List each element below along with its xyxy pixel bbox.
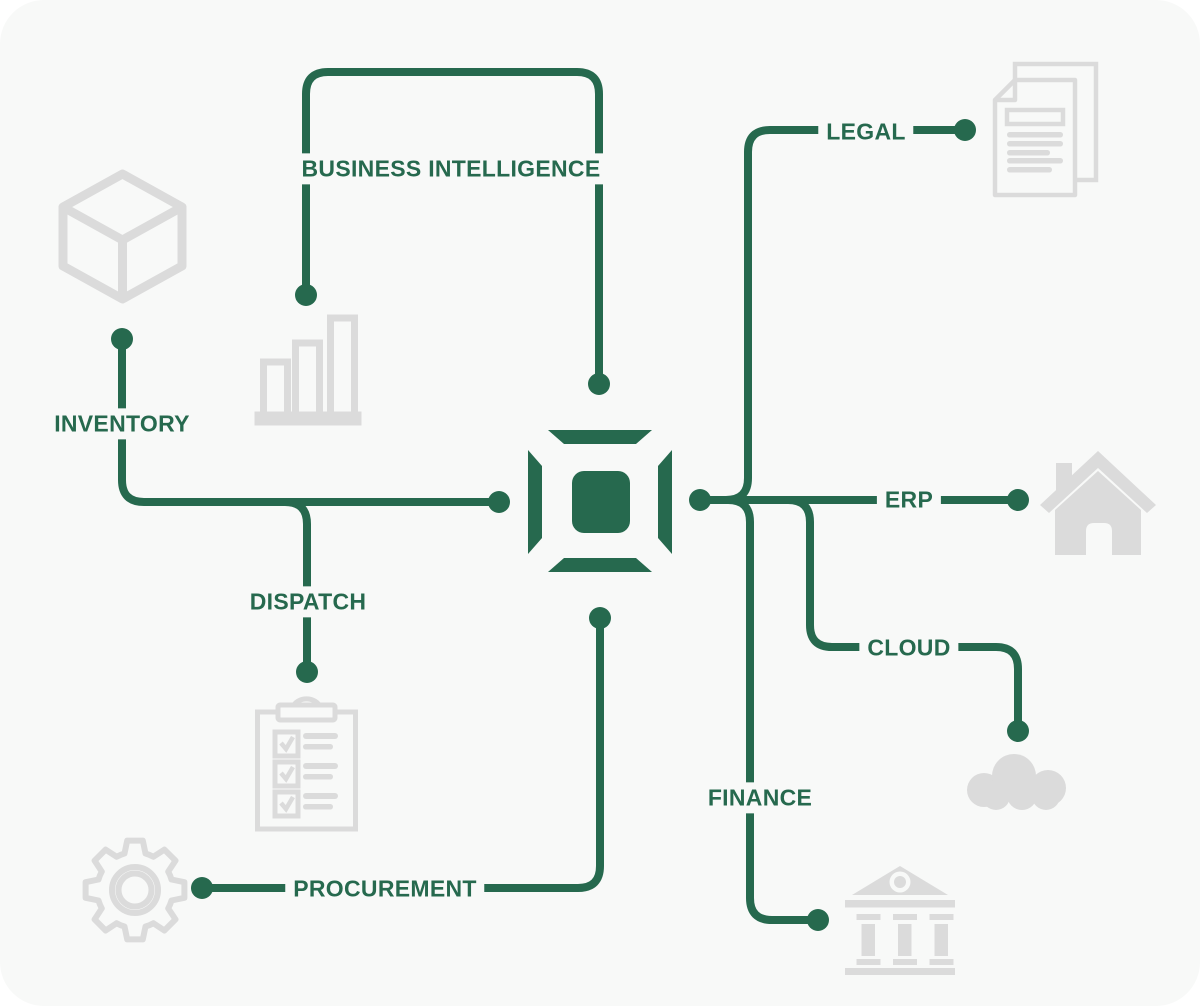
label-business-intelligence: BUSINESS INTELLIGENCE xyxy=(293,153,609,185)
node-dot xyxy=(954,119,976,141)
label-dispatch: DISPATCH xyxy=(241,586,375,618)
node-dot xyxy=(1007,489,1029,511)
node-dot xyxy=(488,491,510,513)
node-dot xyxy=(111,328,133,350)
checklist-row xyxy=(272,729,338,759)
bank-icon xyxy=(845,866,955,975)
bar-chart-icon xyxy=(254,314,362,426)
house-icon xyxy=(1040,451,1156,555)
hub-chip-icon xyxy=(528,430,672,572)
node-dot xyxy=(296,661,318,683)
label-erp: ERP xyxy=(876,484,942,516)
label-procurement: PROCUREMENT xyxy=(285,873,485,905)
connector-inventory xyxy=(118,335,503,506)
node-dot xyxy=(1007,720,1029,742)
node-dot xyxy=(689,489,711,511)
documents-icon xyxy=(992,61,1099,198)
connector-cloud xyxy=(784,496,1022,735)
cube-icon xyxy=(58,169,187,304)
label-finance: FINANCE xyxy=(699,782,821,814)
connector-legal xyxy=(696,126,969,504)
gear-icon xyxy=(82,837,188,943)
label-cloud: CLOUD xyxy=(859,632,959,664)
node-dot xyxy=(191,877,213,899)
node-dot xyxy=(588,373,610,395)
connector-finance xyxy=(724,496,822,924)
label-legal: LEGAL xyxy=(818,116,914,148)
node-dot xyxy=(295,284,317,306)
node-dot xyxy=(589,607,611,629)
connector-dispatch xyxy=(281,498,311,676)
label-inventory: INVENTORY xyxy=(46,408,198,440)
cloud-icon xyxy=(967,754,1066,810)
connector-business-intelligence xyxy=(302,68,603,388)
connector-procurement xyxy=(198,614,604,892)
clipboard-checklist-icon xyxy=(255,696,358,832)
node-dot xyxy=(807,909,829,931)
checklist-row xyxy=(272,789,338,819)
checklist-row xyxy=(272,759,338,789)
